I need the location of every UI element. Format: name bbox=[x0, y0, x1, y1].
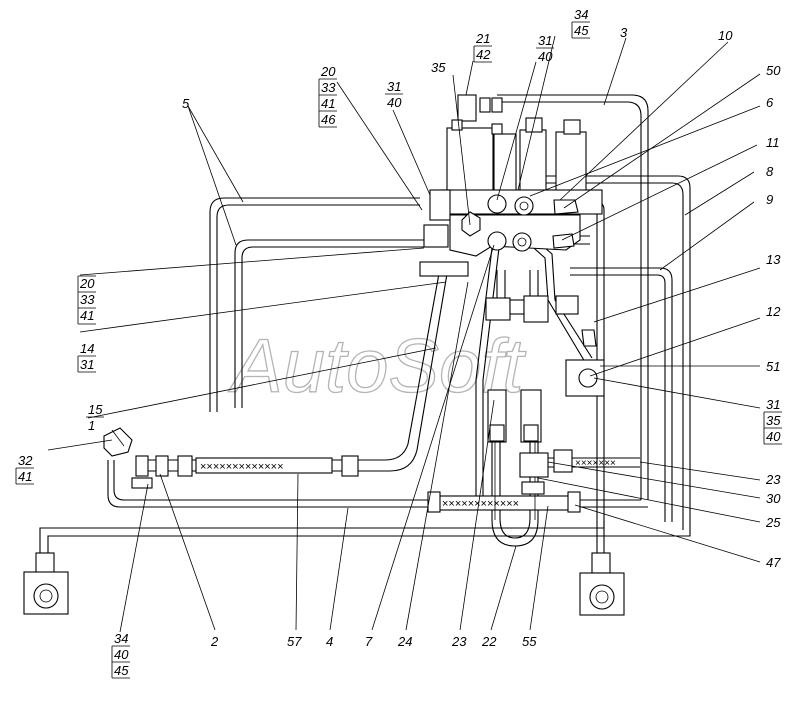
label-47: 47 bbox=[766, 555, 781, 570]
label-30: 30 bbox=[766, 491, 781, 506]
pressure-regulator-51 bbox=[565, 329, 605, 397]
label-13: 13 bbox=[766, 252, 781, 267]
svg-text:33: 33 bbox=[80, 292, 95, 307]
svg-text:×××××××××××××: ××××××××××××× bbox=[200, 461, 284, 473]
svg-text:40: 40 bbox=[538, 49, 553, 64]
fitting-13 bbox=[555, 295, 579, 315]
svg-text:46: 46 bbox=[321, 112, 336, 127]
hose-30: ××××××× bbox=[575, 458, 616, 469]
svg-text:35: 35 bbox=[766, 413, 781, 428]
label-6: 6 bbox=[766, 95, 774, 110]
svg-text:34: 34 bbox=[574, 7, 588, 22]
svg-text:45: 45 bbox=[114, 663, 129, 678]
relay-valve-block bbox=[419, 94, 603, 277]
pipe-center-verticals bbox=[496, 270, 539, 300]
svg-text:31: 31 bbox=[387, 79, 401, 94]
pipe-5-left bbox=[209, 197, 425, 412]
pipe-9 bbox=[570, 267, 673, 522]
label-10: 10 bbox=[718, 28, 733, 43]
part-labels: 3 10 50 6 11 8 9 13 12 51 23 30 25 47 5 … bbox=[182, 25, 781, 649]
pipe-u-bend-22 bbox=[491, 440, 539, 547]
label-7: 7 bbox=[365, 634, 373, 649]
valve-column-24 bbox=[485, 295, 549, 520]
svg-text:40: 40 bbox=[766, 429, 781, 444]
label-stack-32-41: 32 41 bbox=[15, 453, 34, 485]
label-55: 55 bbox=[522, 634, 537, 649]
svg-text:1: 1 bbox=[88, 418, 95, 433]
label-stack-31-35-40: 31 35 40 bbox=[763, 397, 782, 445]
label-25: 25 bbox=[765, 515, 781, 530]
svg-text:20: 20 bbox=[320, 64, 336, 79]
label-8: 8 bbox=[766, 164, 774, 179]
label-3: 3 bbox=[620, 25, 628, 40]
label-51: 51 bbox=[766, 359, 780, 374]
label-4: 4 bbox=[326, 634, 333, 649]
svg-text:31: 31 bbox=[766, 397, 780, 412]
pipe-3 bbox=[497, 94, 649, 500]
label-stack-34-45: 34 45 bbox=[571, 7, 590, 39]
label-stack-31-40-mid: 31 40 bbox=[385, 79, 403, 110]
pipe-8 bbox=[521, 175, 691, 530]
svg-text:41: 41 bbox=[321, 96, 335, 111]
coupling-head-left bbox=[23, 552, 69, 615]
hose-57: ××××××××××××× bbox=[195, 457, 333, 474]
leader-lines bbox=[47, 35, 761, 633]
svg-text:34: 34 bbox=[114, 631, 128, 646]
label-35: 35 bbox=[431, 60, 446, 75]
svg-text:31: 31 bbox=[80, 357, 94, 372]
svg-text:41: 41 bbox=[80, 308, 94, 323]
fittings-hose-ends bbox=[131, 455, 581, 513]
label-9: 9 bbox=[766, 192, 773, 207]
svg-text:××××××××××××: ×××××××××××× bbox=[442, 498, 519, 510]
label-stack-15-1: 15 1 bbox=[86, 402, 104, 433]
label-stack-31-40-top: 31 40 bbox=[536, 33, 554, 64]
svg-text:14: 14 bbox=[80, 341, 94, 356]
label-stack-34-40-45: 34 40 45 bbox=[111, 631, 130, 679]
pipe-2 bbox=[140, 267, 449, 472]
label-23-right: 23 bbox=[765, 472, 781, 487]
svg-text:×××××××: ××××××× bbox=[575, 458, 616, 469]
label-12: 12 bbox=[766, 304, 781, 319]
label-stack-20-33-41: 20 33 41 bbox=[77, 275, 96, 325]
svg-text:40: 40 bbox=[387, 95, 402, 110]
svg-text:15: 15 bbox=[88, 402, 103, 417]
hose-47: ×××××××××××× bbox=[437, 495, 571, 511]
svg-text:32: 32 bbox=[18, 453, 33, 468]
svg-text:31: 31 bbox=[538, 33, 552, 48]
label-stack-20-33-41-46: 20 33 41 46 bbox=[318, 64, 337, 128]
pipe-7 bbox=[475, 247, 500, 500]
svg-text:33: 33 bbox=[321, 80, 336, 95]
tee-25 bbox=[519, 449, 573, 495]
label-24: 24 bbox=[397, 634, 412, 649]
label-5: 5 bbox=[182, 96, 190, 111]
svg-text:41: 41 bbox=[18, 469, 32, 484]
coupling-head-right bbox=[579, 552, 625, 616]
svg-text:21: 21 bbox=[475, 31, 490, 46]
label-50: 50 bbox=[766, 63, 781, 78]
label-stack-21-42: 21 42 bbox=[473, 31, 492, 63]
svg-text:20: 20 bbox=[79, 276, 95, 291]
svg-text:40: 40 bbox=[114, 647, 129, 662]
svg-text:42: 42 bbox=[476, 47, 491, 62]
svg-text:45: 45 bbox=[574, 23, 589, 38]
pipe-4 bbox=[107, 460, 648, 508]
label-22: 22 bbox=[481, 634, 497, 649]
label-11: 11 bbox=[766, 135, 780, 150]
label-2: 2 bbox=[210, 634, 219, 649]
label-57: 57 bbox=[287, 634, 302, 649]
manifold-plate bbox=[449, 194, 581, 257]
label-stack-14-31: 14 31 bbox=[77, 341, 96, 373]
coupling-32 bbox=[103, 427, 133, 457]
label-23-bottom: 23 bbox=[451, 634, 467, 649]
